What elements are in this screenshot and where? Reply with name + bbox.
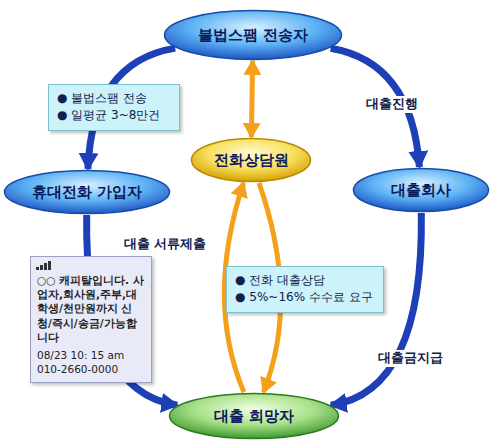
node-text: ● 5%~16% 수수료 요구 <box>235 289 375 306</box>
phone-screen: ○○ 캐피탈입니다. 사업자,회사원,주부,대학생/천만원까지 신청/즉시/송금… <box>30 256 152 383</box>
node-text: 08/23 10: 15 am <box>37 348 145 362</box>
lender-ellipse: 대출회사 <box>352 167 490 213</box>
edge-label: 대출진행 <box>364 96 420 113</box>
edge-label: 대출 서류제출 <box>122 236 208 253</box>
node-title: 대출 희망자 <box>214 407 294 426</box>
node-title: 불법스팸 전송자 <box>198 26 308 45</box>
signal-icon <box>36 260 56 270</box>
flow-arrow <box>331 48 420 167</box>
node-text: ● 불법스팸 전송 <box>57 90 171 107</box>
node-text: ● 일평균 3~8만건 <box>57 107 171 124</box>
node-text: ● 전화 대출상담 <box>235 272 375 289</box>
node-text: ○○ 캐피탈입니다. 사업자,회사원,주부,대학생/천만원까지 신청/즉시/송금… <box>37 273 145 344</box>
node-title: 전화상담원 <box>214 151 289 170</box>
agent-ellipse: 전화상담원 <box>190 137 312 183</box>
edge-label: 대출금지급 <box>376 350 445 367</box>
applicant-ellipse: 대출 희망자 <box>168 392 340 440</box>
node-text: 010-2660-0000 <box>37 362 145 376</box>
node-title: 휴대전화 가입자 <box>32 183 142 202</box>
info-box: ● 전화 대출상담● 5%~16% 수수료 요구 <box>226 266 384 313</box>
flow-arrow <box>251 61 252 137</box>
node-title: 대출회사 <box>391 181 451 200</box>
sender-ellipse: 불법스팸 전송자 <box>163 9 343 61</box>
info-box: ● 불법스팸 전송● 일평균 3~8만건 <box>48 84 180 131</box>
subscriber-ellipse: 휴대전화 가입자 <box>3 169 171 215</box>
